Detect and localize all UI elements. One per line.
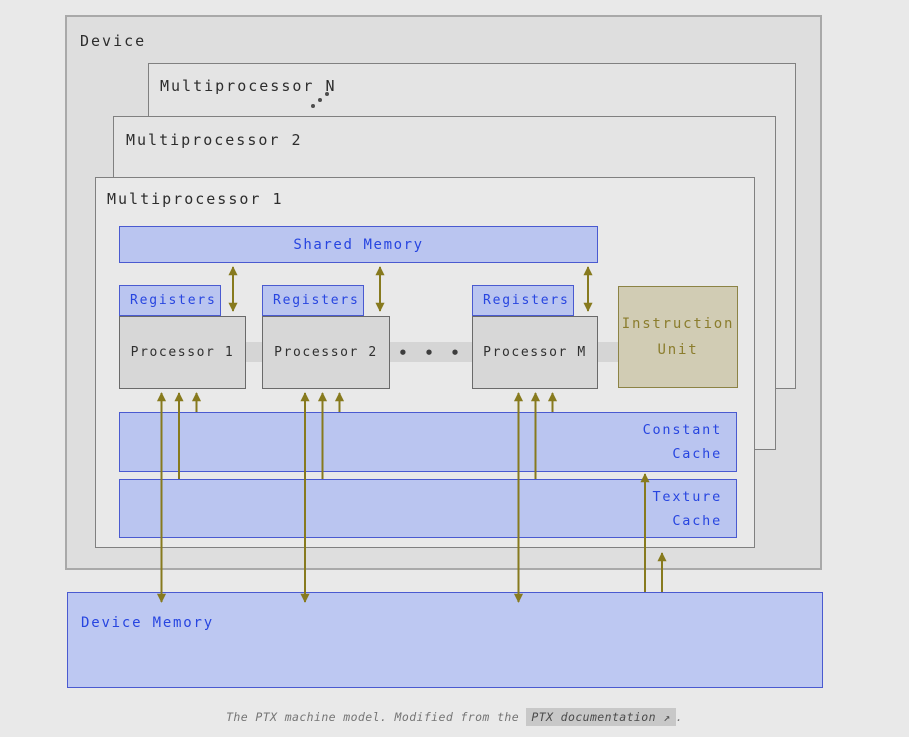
registers-box-1: Registers xyxy=(119,285,221,316)
external-link-icon[interactable]: ↗ xyxy=(663,710,671,724)
registers-label: Registers xyxy=(483,293,570,308)
multiprocessor-n-label: Multiprocessor N xyxy=(160,77,337,95)
texture-cache-line2: Cache xyxy=(672,512,722,529)
diagonal-ellipsis-dot xyxy=(325,92,329,96)
texture-cache-box: Texture Cache xyxy=(119,479,737,538)
multiprocessor-1-label: Multiprocessor 1 xyxy=(107,190,284,208)
constant-cache-line1: Constant xyxy=(642,422,722,438)
registers-box-m: Registers xyxy=(472,285,574,316)
diagonal-ellipsis-dot xyxy=(318,98,322,102)
constant-cache-line2: Cache xyxy=(672,446,722,462)
instruction-unit-line2: Unit xyxy=(657,342,699,358)
instruction-unit-box: Instruction Unit xyxy=(618,286,738,388)
caption-link[interactable]: PTX documentation ↗ xyxy=(526,708,676,726)
processor-2-box: Processor 2 xyxy=(262,316,390,389)
caption: The PTX machine model. Modified from the… xyxy=(0,708,909,726)
processor-ellipsis: • • • xyxy=(398,343,464,362)
processor-2-label: Processor 2 xyxy=(274,345,378,360)
texture-cache-line1: Texture xyxy=(652,488,722,505)
constant-cache-box: Constant Cache xyxy=(119,412,737,472)
shared-memory-box: Shared Memory xyxy=(119,226,598,263)
registers-label: Registers xyxy=(130,293,217,308)
processor-m-label: Processor M xyxy=(483,345,587,360)
instruction-unit-line1: Instruction xyxy=(621,316,735,332)
device-memory-box: Device Memory xyxy=(67,592,823,688)
caption-link-text[interactable]: PTX documentation xyxy=(531,710,656,724)
processor-m-box: Processor M xyxy=(472,316,598,389)
registers-label: Registers xyxy=(273,293,360,308)
processor-1-box: Processor 1 xyxy=(119,316,246,389)
multiprocessor-2-label: Multiprocessor 2 xyxy=(126,131,303,149)
device-label: Device xyxy=(80,32,147,50)
caption-suffix: . xyxy=(675,710,683,724)
diagonal-ellipsis-dot xyxy=(311,104,315,108)
shared-memory-label: Shared Memory xyxy=(293,236,424,253)
registers-box-2: Registers xyxy=(262,285,364,316)
processor-1-label: Processor 1 xyxy=(130,345,235,360)
caption-text: The PTX machine model. Modified from the xyxy=(226,710,527,724)
device-memory-label: Device Memory xyxy=(81,615,214,631)
